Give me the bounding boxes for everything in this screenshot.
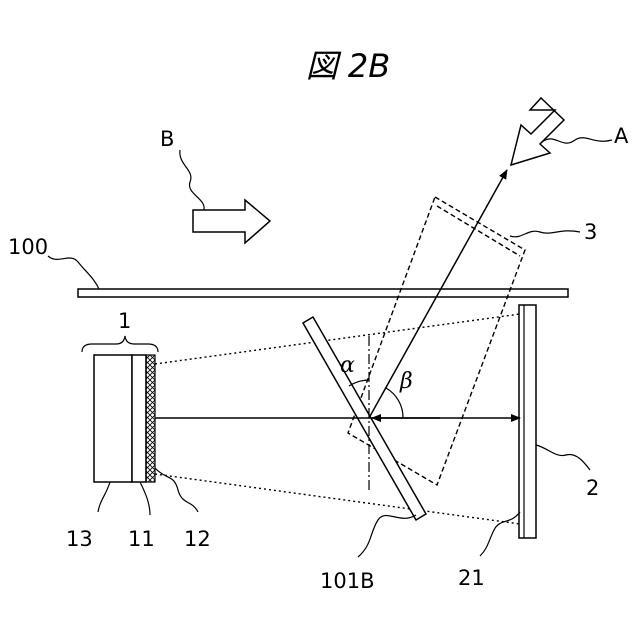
leader-11 [140,482,150,515]
arrow-A-icon [511,98,564,165]
display-layer-11 [132,355,146,482]
leader-B [180,150,204,210]
label-11: 11 [128,527,155,551]
label-1: 1 [118,309,131,333]
leader-3 [510,231,580,237]
leader-100 [48,256,99,289]
label-beta: β [399,369,413,394]
leader-101B [358,515,416,557]
label-13: 13 [66,527,93,551]
label-12: 12 [184,527,211,551]
label-A: A [614,124,629,148]
leader-2 [536,445,590,470]
label-2: 2 [586,476,599,500]
virtual-image-3-inner [437,206,520,256]
display-surface-12 [146,355,155,482]
label-alpha: α [340,353,355,378]
label-B: B [160,127,174,151]
projection-cone-bottom [155,474,520,524]
display-body-13 [94,355,132,482]
label-100: 100 [8,235,48,259]
label-101B: 101B [320,569,375,593]
brace-unit-1 [82,336,158,352]
label-21: 21 [458,566,485,590]
leader-13 [98,482,110,512]
projection-cone-top [155,314,520,364]
mirror-2 [519,305,536,538]
figure-title: 図 2B [306,47,391,85]
leader-A [542,138,612,143]
label-3: 3 [584,220,597,244]
windshield-100 [78,289,568,297]
leader-21 [480,512,520,556]
